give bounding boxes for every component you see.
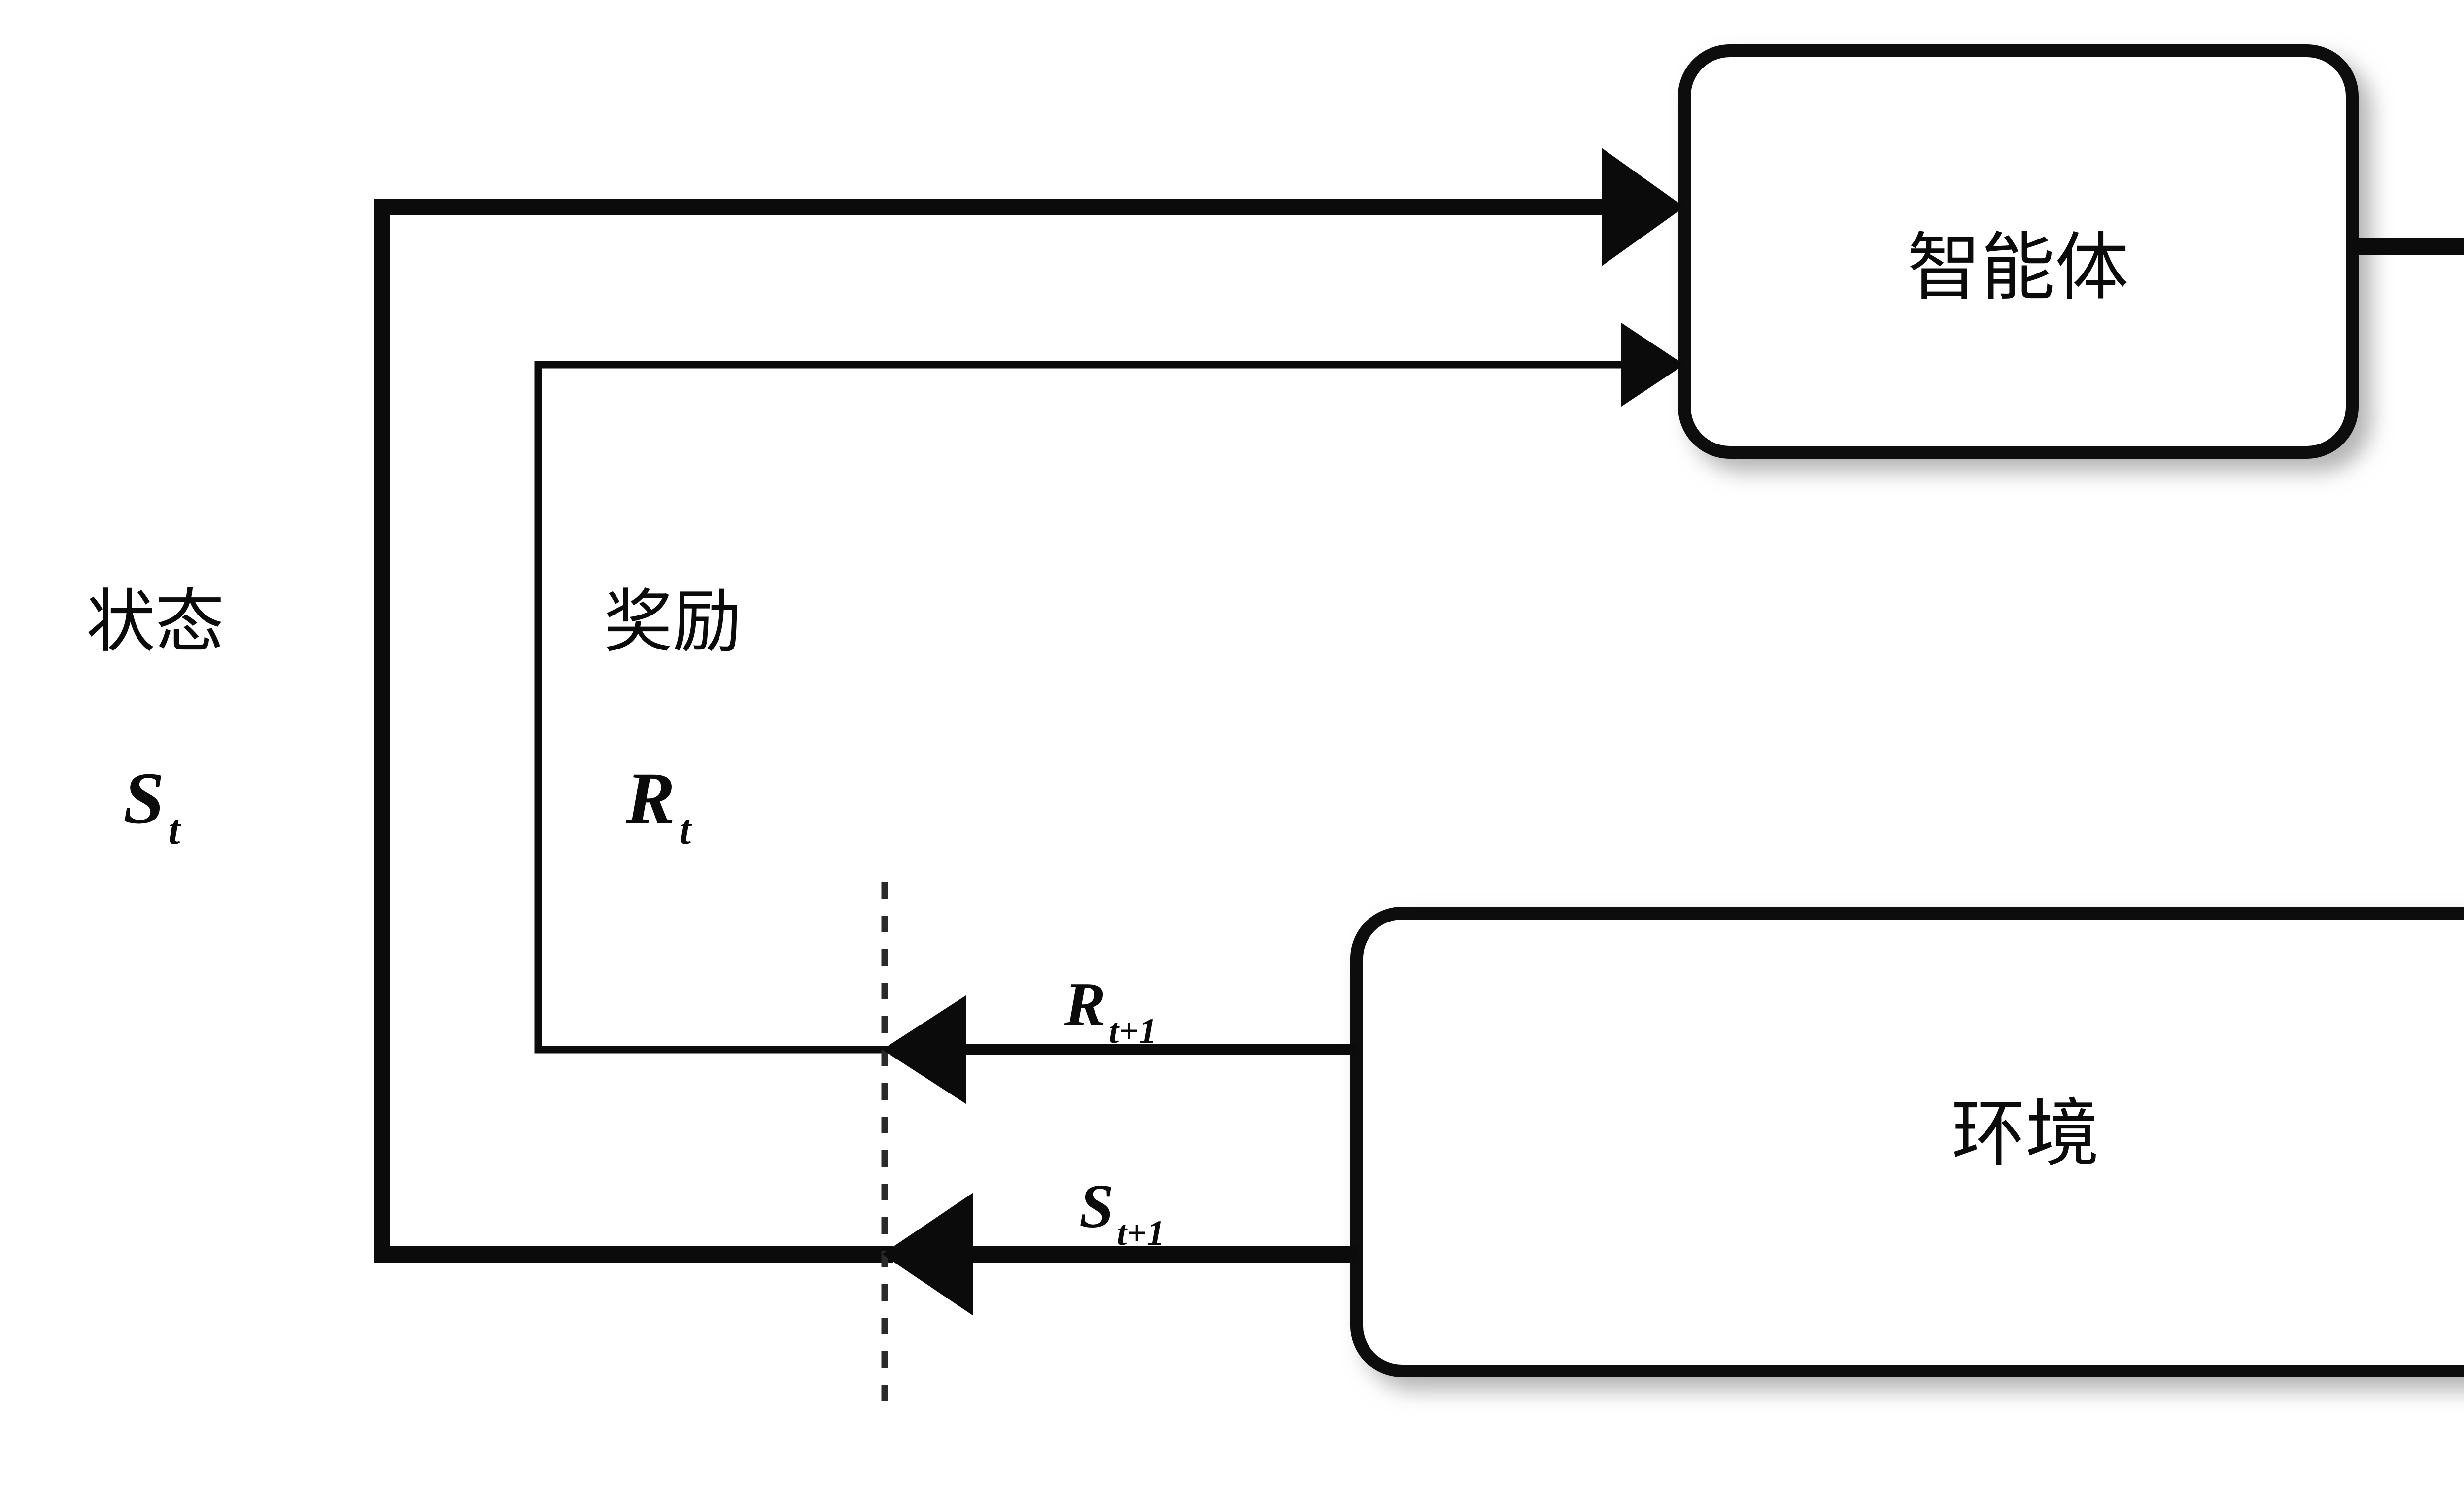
reward-symbol-group: Rt [625,757,692,853]
next-reward-arrow-head-icon [882,995,966,1104]
reward-subscript: t [679,806,692,853]
reward-cjk-label: 奖励 [604,584,742,661]
next-state-subscript: t+1 [1117,1213,1164,1253]
state-label-group: 状态 St [86,584,224,853]
agent-node[interactable]: 智能体 [1678,44,2359,459]
reward-arrow-head-icon [1621,323,1684,407]
state-symbol: S [123,757,164,839]
environment-box[interactable] [1350,907,2464,1377]
next-reward-symbol: R [1064,970,1106,1039]
next-reward-symbol-group: Rt+1 [1064,970,1157,1051]
next-state-symbol-group: St+1 [1079,1172,1164,1253]
next-state-arrow-head-icon [882,1193,973,1316]
next-state-symbol: S [1079,1172,1114,1241]
state-symbol-group: St [123,757,181,853]
next-reward-edge [882,995,1357,1104]
reward-flow-line [534,361,1621,1054]
state-flow-edge [374,148,1684,1263]
state-arrow-head-icon [1602,148,1684,266]
state-subscript: t [168,806,181,853]
reward-flow-edge [534,323,1684,1054]
environment-label: 环境 [1951,1093,2099,1175]
state-cjk-label: 状态 [86,584,224,661]
environment-node[interactable]: 环境 [1350,907,2464,1377]
reward-symbol: R [625,757,675,839]
agent-label: 智能体 [1907,227,2129,309]
next-state-edge [882,1193,1357,1316]
next-reward-subscript: t+1 [1109,1011,1157,1051]
state-flow-line [374,199,1602,1263]
figure-caption [84,1481,1119,1503]
reward-label-group: 奖励 Rt [604,584,742,853]
